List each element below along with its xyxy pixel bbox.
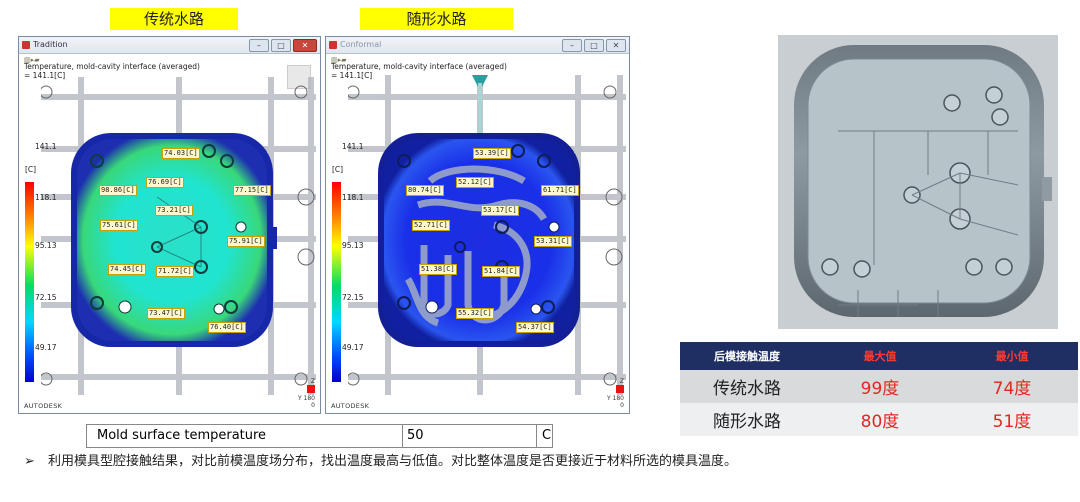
temp-label: 71.72[C]	[156, 266, 194, 277]
vendor-logo: AUTODESK	[24, 402, 63, 410]
temp-label: 55.32[C]	[456, 308, 494, 319]
part-render	[778, 35, 1058, 329]
max-value: 99度	[860, 379, 900, 399]
scale-tick: 72.15	[342, 293, 364, 302]
row-label: 随形水路	[713, 412, 781, 432]
close-button[interactable]: ✕	[293, 39, 317, 52]
unit-label: [C]	[25, 165, 37, 174]
temp-label: 76.69[C]	[146, 177, 184, 188]
header-traditional: 传统水路	[110, 8, 238, 30]
temp-label: 52.71[C]	[412, 220, 450, 231]
conformal-window[interactable]: Conformal – □ ✕ ▥▸▰ Temperature, mold-ca…	[325, 36, 630, 414]
comparison-table: 后模接触温度 最大值 最小值 传统水路 99度 74度 随形水路 80度 51度	[680, 342, 1078, 436]
close-button[interactable]: ✕	[606, 39, 626, 52]
app-icon	[22, 41, 30, 49]
temp-label: 76.40[C]	[208, 322, 246, 333]
bullet-marker: ➢	[24, 454, 35, 469]
temp-label: 53.39[C]	[473, 148, 511, 159]
table-header-row: 后模接触温度 最大值 最小值	[680, 342, 1078, 370]
minimize-button[interactable]: –	[562, 39, 582, 52]
temp-label: 73.21[C]	[155, 205, 193, 216]
title-bar[interactable]: Conformal – □ ✕	[326, 37, 629, 54]
tradition-window[interactable]: Tradition – □ ✕ ▥▸▰ Temperature, mold-ca…	[18, 36, 321, 414]
column-header: 最小值	[946, 342, 1078, 370]
temp-label: 77.15[C]	[233, 185, 271, 196]
vendor-logo: AUTODESK	[331, 402, 370, 410]
min-value: 51度	[992, 412, 1032, 432]
maximize-button[interactable]: □	[584, 39, 604, 52]
temp-label: 73.47[C]	[147, 308, 185, 319]
temp-label: 51.84[C]	[482, 266, 520, 277]
scale-tick: 118.1	[342, 193, 364, 202]
column-header: 后模接触温度	[680, 342, 814, 370]
scale-tick: 95.13	[342, 241, 364, 250]
window-title: Conformal	[340, 40, 382, 49]
temp-label: 51.38[C]	[419, 264, 457, 275]
unit-label: [C]	[332, 165, 344, 174]
title-bar[interactable]: Tradition – □ ✕	[19, 37, 320, 54]
logo-box	[287, 65, 311, 89]
window-title: Tradition	[33, 40, 68, 49]
column-header: 最大值	[814, 342, 946, 370]
temp-label: 80.74[C]	[406, 185, 444, 196]
temp-label: 98.86[C]	[99, 185, 137, 196]
mold-temperature-input[interactable]: 50	[402, 425, 537, 447]
temp-label: 74.45[C]	[108, 264, 146, 275]
temp-label: 75.61[C]	[100, 220, 138, 231]
temp-label: 74.03[C]	[162, 148, 200, 159]
scale-tick: 95.13	[35, 241, 57, 250]
header-conformal: 随形水路	[360, 8, 513, 30]
color-scale	[332, 182, 341, 382]
scale-tick: 141.1	[35, 142, 57, 151]
scale-tick: 141.1	[342, 142, 364, 151]
color-scale	[25, 182, 34, 382]
temp-label: 75.91[C]	[227, 236, 265, 247]
scale-tick: 72.15	[35, 293, 57, 302]
row-label: 传统水路	[713, 379, 781, 399]
mold-plot[interactable]	[41, 77, 316, 395]
temp-label: 53.17[C]	[481, 205, 519, 216]
temp-label: 54.37[C]	[516, 322, 554, 333]
temp-label: 53.31[C]	[534, 236, 572, 247]
scale-tick: 49.17	[342, 343, 364, 352]
result-description: Temperature, mold-cavity interface (aver…	[331, 62, 507, 80]
toolbar-icons[interactable]: ▥▸▰	[24, 56, 40, 64]
maximize-button[interactable]: □	[271, 39, 291, 52]
max-value: 80度	[860, 412, 900, 432]
mold-temperature-unit: C	[542, 428, 552, 443]
min-value: 74度	[992, 379, 1032, 399]
table-row: 随形水路 80度 51度	[680, 403, 1078, 436]
mold-plot[interactable]	[348, 55, 626, 395]
part-image	[794, 45, 1052, 317]
temp-label: 61.71[C]	[541, 185, 579, 196]
table-row: 传统水路 99度 74度	[680, 370, 1078, 403]
mold-temperature-label: Mold surface temperature	[97, 428, 267, 443]
scale-tick: 49.17	[35, 343, 57, 352]
minimize-button[interactable]: –	[249, 39, 269, 52]
bullet-text: 利用模具型腔接触结果，对比前模温度场分布，找出温度最高与低值。对比整体温度是否更…	[48, 454, 738, 469]
temp-label: 52.12[C]	[456, 177, 494, 188]
toolbar-icons[interactable]: ▥▸▰	[331, 56, 347, 64]
app-icon	[329, 41, 337, 49]
bullet-note: ➢ 利用模具型腔接触结果，对比前模温度场分布，找出温度最高与低值。对比整体温度是…	[24, 453, 784, 471]
mold-temperature-row: Mold surface temperature 50 C	[86, 424, 553, 448]
scale-tick: 118.1	[35, 193, 57, 202]
result-description: Temperature, mold-cavity interface (aver…	[24, 62, 200, 80]
